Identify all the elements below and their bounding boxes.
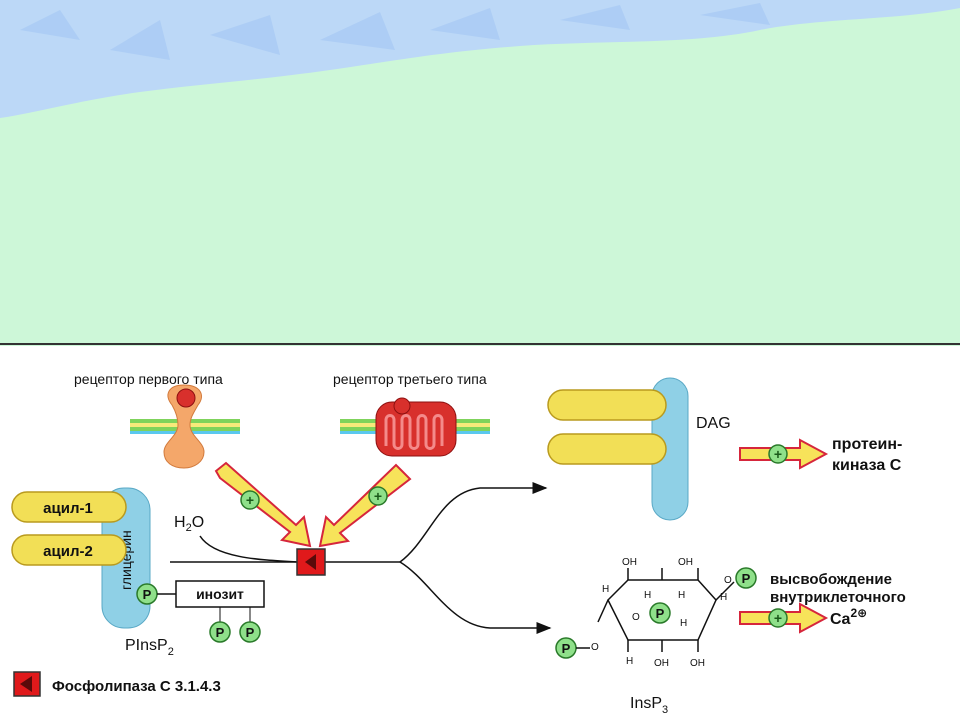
acyl-1-label: ацил-1 (43, 500, 93, 517)
svg-text:+: + (774, 610, 782, 626)
pip2-label: PInsP2 (125, 637, 174, 658)
insp3-phosphate-left: P (555, 637, 590, 659)
plus-symbol-left: + (246, 492, 254, 508)
insp3-phosphate-right: P (735, 567, 757, 589)
receptor-type1-icon (163, 384, 205, 469)
pkc-activation-arrow: + (739, 438, 829, 470)
svg-text:P: P (216, 625, 225, 640)
ca-release-line2: внутриклеточного (770, 589, 906, 606)
insp3-atoms: OH OH H H H H O H H OH OH O O (591, 557, 732, 669)
legend-enzyme-icon (13, 671, 41, 697)
svg-text:O: O (591, 642, 599, 653)
svg-text:P: P (143, 587, 152, 602)
phosphate-inositol-2: P (239, 621, 261, 643)
slide-background (0, 0, 960, 346)
svg-text:P: P (246, 625, 255, 640)
pkc-label-line1: протеин- (832, 436, 902, 453)
receptor-type3-label: рецептор третьего типа (333, 371, 487, 387)
calcium-ion-label: Ca2⊕ (830, 606, 867, 628)
insp3-phosphate-center: P (649, 602, 671, 624)
inositol-label: инозит (196, 586, 244, 602)
activation-arrow-left: + (214, 461, 312, 548)
dag-chain-1 (547, 389, 667, 421)
svg-text:O: O (632, 612, 640, 623)
svg-text:+: + (774, 446, 782, 462)
svg-text:P: P (562, 641, 571, 656)
insp3-label: InsP3 (630, 695, 668, 716)
svg-text:H: H (644, 590, 651, 601)
svg-text:H: H (720, 592, 727, 603)
svg-text:P: P (656, 606, 665, 621)
receptor-type3-icon (375, 397, 457, 457)
svg-text:P: P (742, 571, 751, 586)
svg-text:OH: OH (678, 557, 693, 568)
branch-to-ip3 (399, 561, 552, 634)
svg-text:H: H (680, 618, 687, 629)
phosphate-glycerol: P (136, 583, 158, 605)
branch-to-dag (399, 482, 548, 563)
acyl-1-chain: ацил-1 (11, 491, 127, 523)
pip2-signaling-diagram: рецептор первого типа рецептор третьего … (11, 371, 906, 716)
ca-release-line1: высвобождение (770, 571, 892, 588)
svg-text:OH: OH (622, 557, 637, 568)
dag-label: DAG (696, 415, 731, 432)
insp3-ring (597, 568, 735, 652)
background-blue-streaks (20, 3, 770, 60)
acyl-2-chain: ацил-2 (11, 534, 127, 566)
legend-label: Фосфолипаза С 3.1.4.3 (52, 678, 221, 695)
acyl-2-label: ацил-2 (43, 543, 93, 560)
phospholipase-c-enzyme (296, 548, 326, 576)
activation-arrow-right: + (318, 463, 412, 548)
svg-text:O: O (724, 575, 732, 586)
plus-symbol-right: + (374, 488, 382, 504)
dag-chain-2 (547, 433, 667, 465)
ca-release-arrow: + (739, 602, 829, 634)
svg-text:H: H (626, 656, 633, 667)
inositol-box: инозит (175, 580, 265, 608)
receptor-type1-label: рецептор первого типа (74, 371, 223, 387)
svg-text:H: H (602, 584, 609, 595)
phosphate-inositol-1: P (209, 621, 231, 643)
svg-text:OH: OH (654, 658, 669, 669)
water-label: H2O (174, 514, 204, 534)
svg-text:H: H (678, 590, 685, 601)
pkc-label-line2: киназа С (832, 457, 902, 474)
svg-text:OH: OH (690, 658, 705, 669)
